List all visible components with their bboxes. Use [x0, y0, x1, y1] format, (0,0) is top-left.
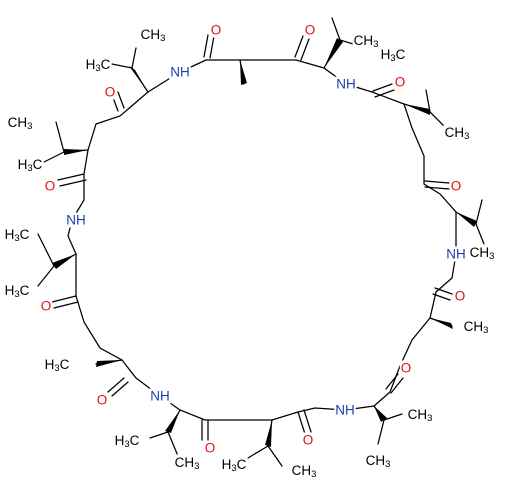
methyl-group-label: H3C — [5, 283, 30, 300]
amide-nh-label: NH — [446, 247, 466, 262]
oxygen-atom-label: O — [395, 75, 406, 90]
oxygen-atom-label: O — [305, 23, 316, 38]
methyl-group-label: H3C — [115, 433, 140, 450]
methyl-group-label: H3C — [86, 57, 111, 74]
methyl-group-label: CH3 — [470, 245, 495, 262]
oxygen-atom-label: O — [97, 393, 108, 408]
oxygen-atom-label: O — [205, 441, 216, 456]
methyl-group-label: H3C — [45, 357, 70, 374]
methyl-group-label: H3C — [381, 47, 406, 64]
methyl-group-label: CH3 — [354, 33, 379, 50]
methyl-group-label: CH3 — [464, 319, 489, 336]
methyl-group-label: H3C — [222, 457, 247, 474]
oxygen-atom-label: O — [105, 85, 116, 100]
methyl-group-label: H3C — [18, 157, 43, 174]
methyl-group-label: CH3 — [292, 463, 317, 480]
amide-nh-label: NH — [66, 213, 86, 228]
amide-nh-label: NH — [170, 65, 190, 80]
amide-nh-label: NH — [336, 77, 356, 92]
oxygen-atom-label: O — [211, 23, 222, 38]
methyl-group-label: CH3 — [366, 453, 391, 470]
oxygen-atom-label: O — [451, 179, 462, 194]
ring-bonds — [67, 59, 457, 421]
amide-nh-label: NH — [335, 403, 355, 418]
oxygen-atom-label: O — [45, 179, 56, 194]
stereo-wedges — [52, 38, 477, 447]
methyl-group-label: H3C — [5, 227, 30, 244]
oxygen-atom-label: O — [455, 289, 466, 304]
oxygen-atom-label: O — [41, 299, 52, 314]
methyl-group-label: CH3 — [175, 455, 200, 472]
methyl-group-label: CH3 — [141, 27, 166, 44]
methyl-group-label: CH3 — [8, 115, 33, 132]
oxygen-atom-label: O — [401, 361, 412, 376]
amide-nh-label: NH — [150, 389, 170, 404]
methyl-group-label: CH3 — [408, 407, 433, 424]
methyl-group-label: CH3 — [445, 125, 470, 142]
oxygen-atom-label: O — [303, 433, 314, 448]
